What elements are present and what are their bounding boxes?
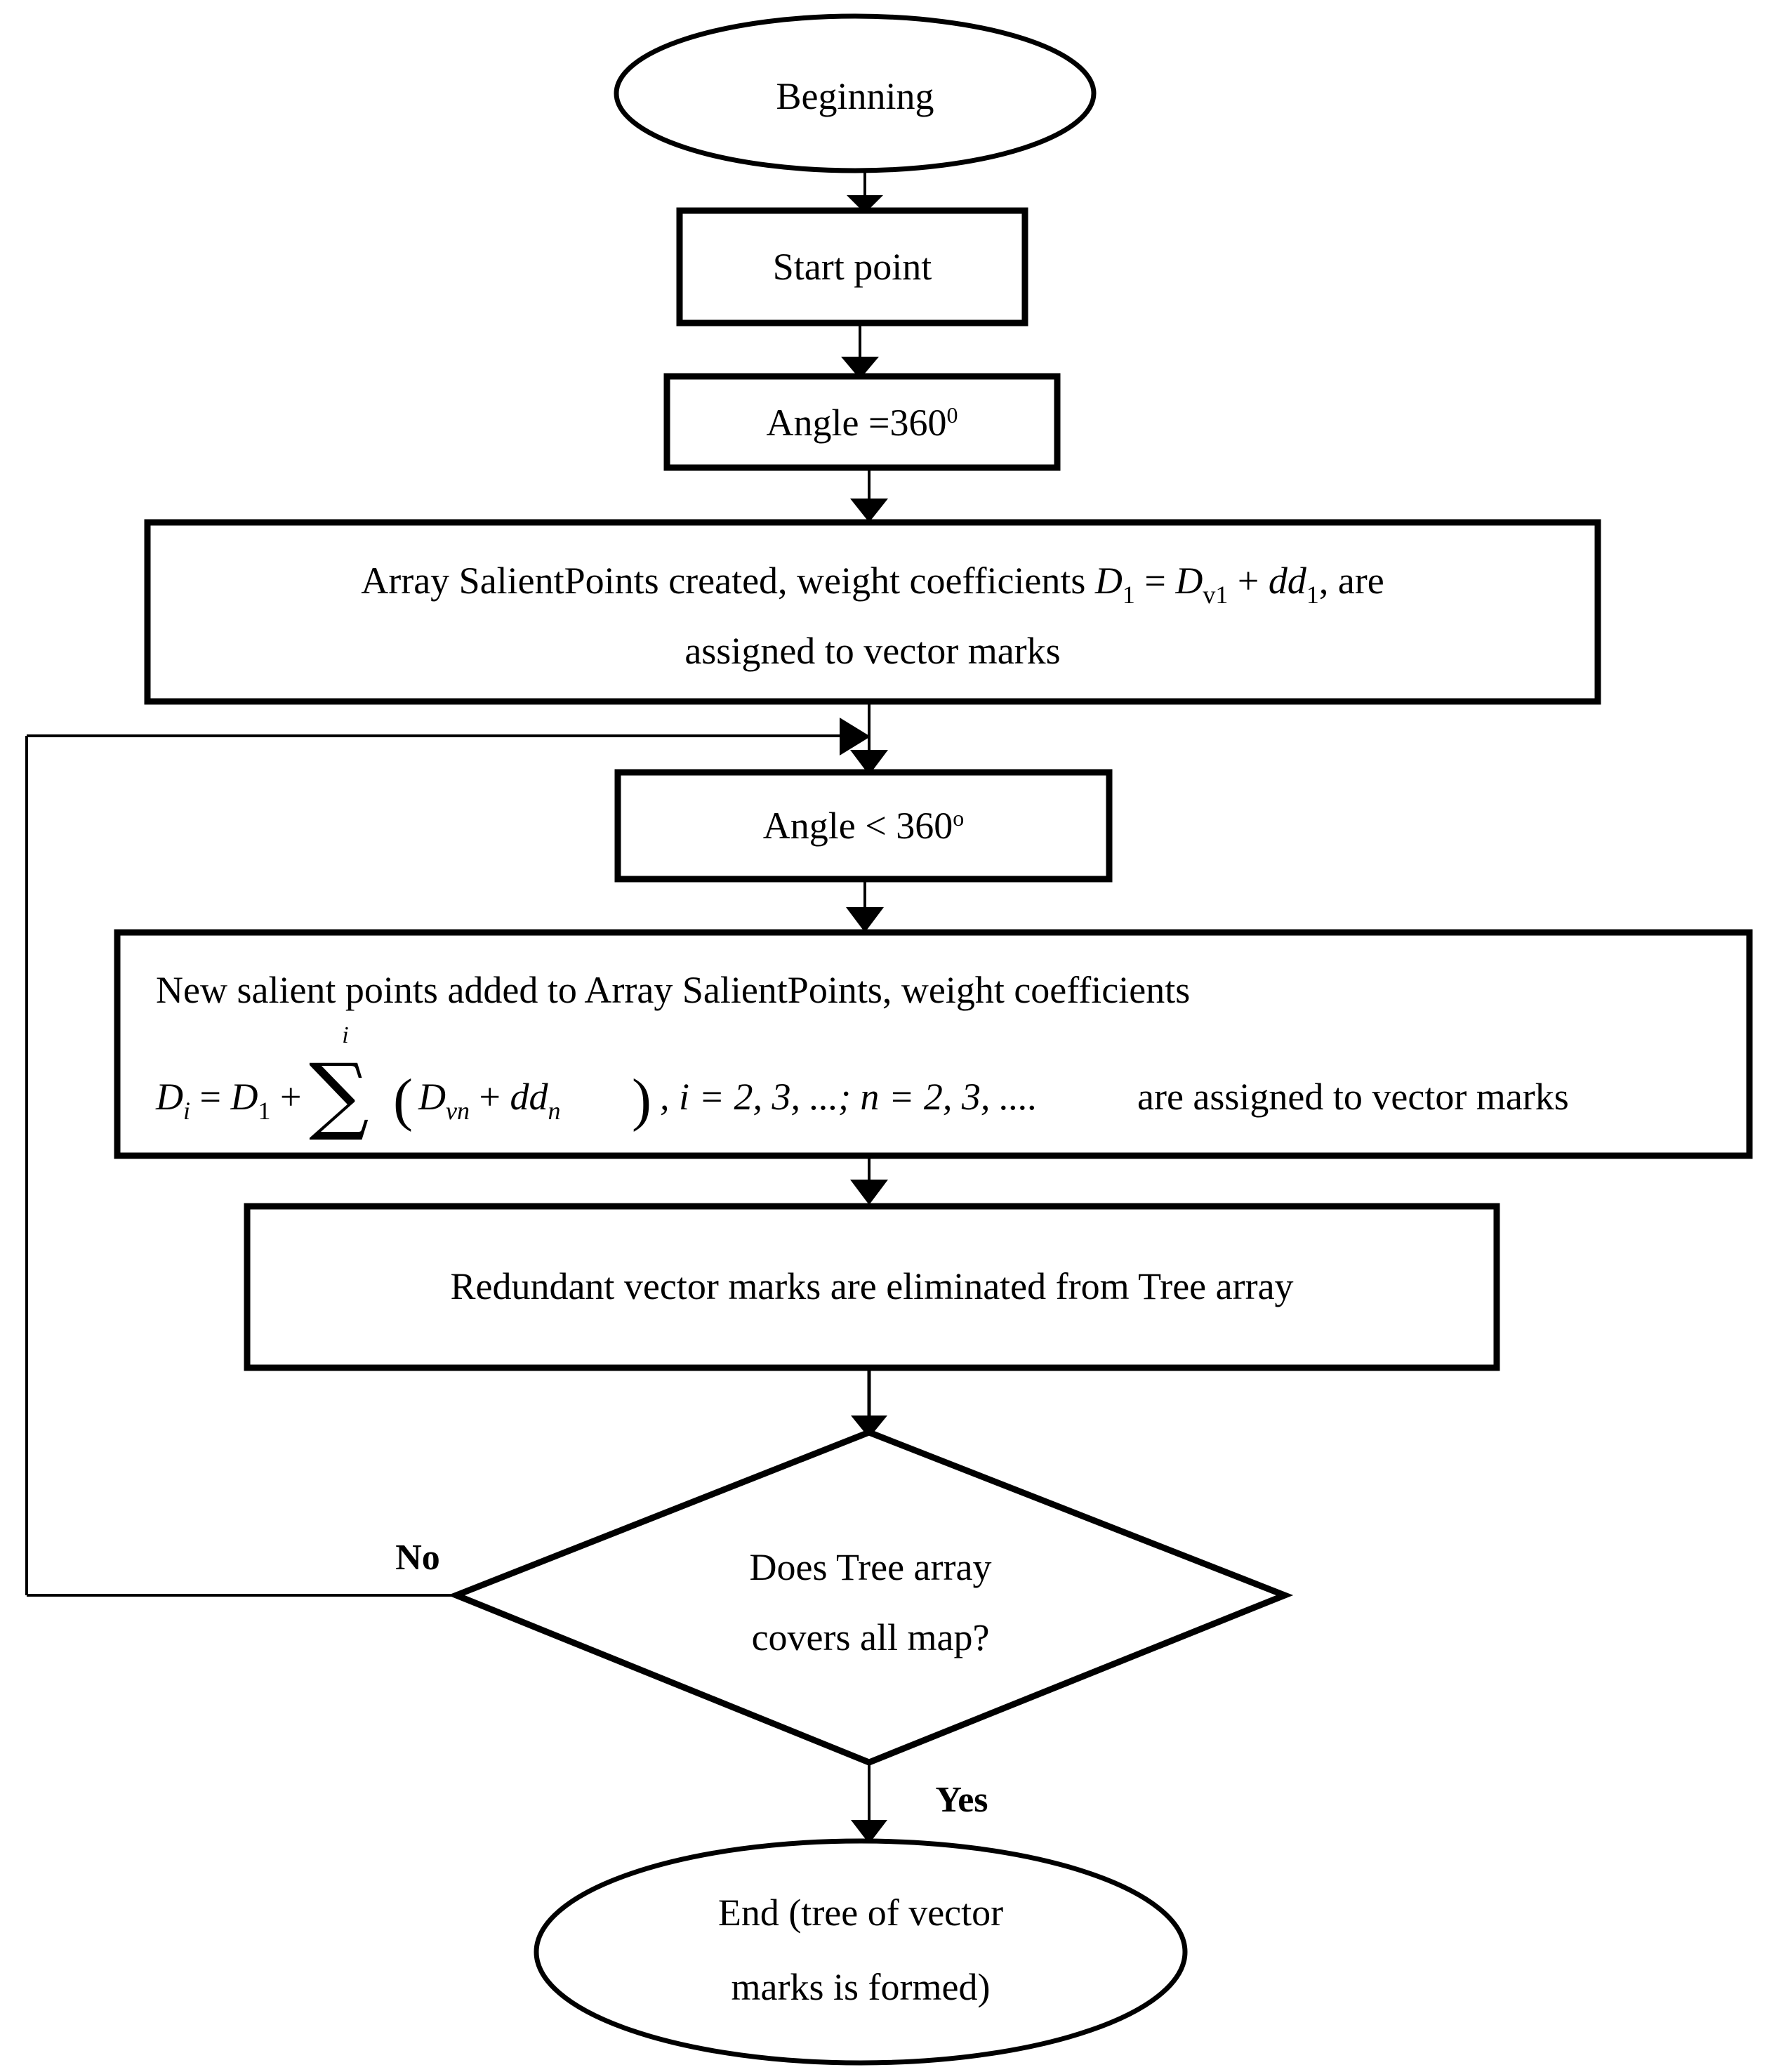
redundant-box (244, 1203, 1500, 1371)
arrowhead-icon (846, 907, 884, 932)
redundant-label: Redundant vector marks are eliminated fr… (450, 1265, 1293, 1307)
new-salient-box (114, 929, 1753, 1159)
edge-start-point-to-angle-init (841, 323, 879, 379)
node-new-salient[interactable]: New salient points added to Array Salien… (114, 929, 1753, 1159)
formula-lhs: Di = D1 + (155, 1076, 301, 1125)
angle-init-label: Angle =3600 (767, 402, 958, 444)
formula-dd-n: dd (510, 1076, 548, 1118)
node-angle-check[interactable]: Angle < 360o (614, 769, 1113, 883)
formula-d-i: D (155, 1076, 183, 1118)
new-salient-line1: New salient points added to Array Salien… (156, 969, 1190, 1011)
node-end[interactable]: End (tree of vector marks is formed) (534, 1838, 1188, 2066)
array-created-line2: assigned to vector marks (684, 630, 1060, 672)
formula-d-1: D (230, 1076, 258, 1118)
node-start-point[interactable]: Start point (676, 207, 1028, 326)
formula-d-v-sub: v1 (1203, 581, 1228, 609)
arrowhead-icon (851, 1416, 887, 1438)
angle-init-box (663, 373, 1061, 471)
array-created-line1-after: , are (1319, 560, 1384, 602)
edge-beginning-to-start-point (847, 171, 883, 213)
end-label-line2: marks is formed) (732, 1966, 991, 2008)
end-label-line1: End (tree of vector (718, 1892, 1003, 1934)
formula-plus: + (1238, 560, 1259, 602)
formula-d-main-sub: 1 (1123, 581, 1135, 609)
arrowhead-icon (851, 1820, 887, 1844)
node-angle-init[interactable]: Angle =3600 (663, 373, 1061, 471)
arrowhead-icon (841, 357, 879, 379)
formula-inner: Dvn + ddn (418, 1076, 560, 1125)
formula-eq: = (200, 1076, 221, 1118)
formula-d-i-sub: i (183, 1097, 190, 1125)
edge-decision-no-loop (25, 718, 871, 1597)
formula-plus-2: + (479, 1076, 500, 1118)
formula-d-main: D (1094, 560, 1123, 602)
arrowhead-icon (850, 1180, 888, 1205)
paren-close: ) (632, 1067, 651, 1133)
node-array-created[interactable]: Array SalientPoints created, weight coef… (144, 519, 1601, 705)
decision-diamond (447, 1429, 1294, 1766)
formula-dd-n-sub: n (548, 1097, 560, 1125)
new-salient-line2-right: are assigned to vector marks (1137, 1076, 1569, 1118)
node-beginning[interactable]: Beginning (614, 13, 1097, 173)
angle-check-box (614, 769, 1113, 883)
edge-redundant-to-decision (851, 1368, 887, 1438)
edge-angle-init-to-array-created (850, 468, 888, 522)
edge-new-salient-to-redundant (850, 1156, 888, 1205)
beginning-ellipse (614, 13, 1097, 173)
edge-decision-to-end (851, 1762, 887, 1844)
formula-d-vn-sub: vn (446, 1097, 470, 1125)
array-created-box (144, 519, 1601, 705)
beginning-label: Beginning (776, 75, 934, 117)
branch-label-no: No (395, 1538, 440, 1578)
edge-array-created-to-angle-check (850, 701, 888, 775)
formula-d-v: D (1174, 560, 1203, 602)
formula-d-vn: D (418, 1076, 446, 1118)
formula-plus-1: + (280, 1076, 301, 1118)
arrowhead-icon (850, 499, 888, 522)
array-created-line1: Array SalientPoints created, weight coef… (361, 560, 1384, 609)
array-created-line1-text: Array SalientPoints created, weight coef… (361, 560, 1085, 602)
start-point-box (676, 207, 1028, 326)
formula-d-1-sub: 1 (258, 1097, 270, 1125)
angle-init-superscript: 0 (946, 402, 958, 428)
angle-check-label: Angle < 360o (763, 805, 964, 847)
edge-angle-check-to-new-salient (846, 879, 884, 932)
node-redundant[interactable]: Redundant vector marks are eliminated fr… (244, 1203, 1500, 1371)
sigma-upper-limit: i (342, 1022, 348, 1048)
paren-open: ( (393, 1067, 413, 1133)
start-point-label: Start point (773, 246, 932, 288)
angle-check-superscript: o (953, 805, 964, 831)
arrowhead-icon (847, 195, 883, 213)
decision-label-line2: covers all map? (752, 1616, 990, 1658)
formula-equals: = (1144, 560, 1165, 602)
arrowhead-icon (850, 750, 888, 775)
sigma-icon: ∑ (309, 1046, 369, 1144)
arrowhead-icon (840, 718, 871, 755)
angle-check-text: Angle < 360 (763, 805, 953, 847)
formula-dd: dd (1269, 560, 1307, 602)
new-salient-formula: Di = D1 + i ∑ ( Dvn + ddn ) , i = 2, 3, … (155, 1022, 1038, 1144)
formula-ranges: , i = 2, 3, ...; n = 2, 3, .... (660, 1076, 1038, 1118)
end-ellipse (534, 1838, 1188, 2066)
decision-label-line1: Does Tree array (750, 1546, 992, 1588)
angle-init-text: Angle =360 (767, 402, 947, 444)
branch-label-yes: Yes (935, 1780, 988, 1820)
node-decision[interactable]: Does Tree array covers all map? (447, 1429, 1294, 1766)
formula-dd-sub: 1 (1306, 581, 1319, 609)
